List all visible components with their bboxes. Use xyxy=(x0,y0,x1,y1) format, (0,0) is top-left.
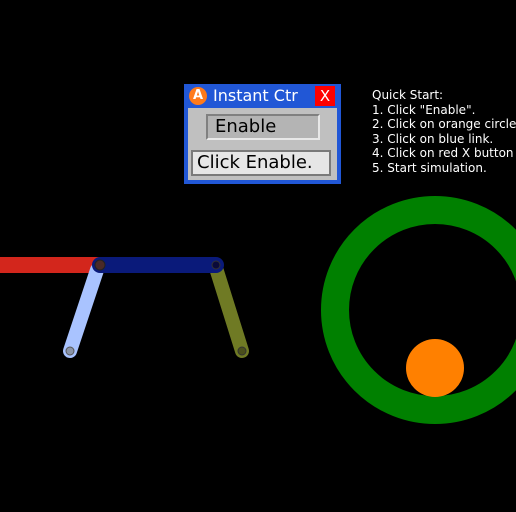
status-field: Click Enable. xyxy=(191,150,331,176)
instant-ctr-dialog: A Instant Ctr X Enable Click Enable. xyxy=(184,84,341,184)
quick-start-instructions: Quick Start: 1. Click "Enable". 2. Click… xyxy=(372,88,516,175)
app-logo-icon: A xyxy=(189,87,207,105)
joint-red-blue xyxy=(94,259,106,271)
olive-link[interactable] xyxy=(209,261,249,358)
joint-light-blue-end xyxy=(65,346,75,356)
green-ring xyxy=(321,196,516,424)
enable-button[interactable]: Enable xyxy=(206,114,320,140)
quick-start-step: 1. Click "Enable". xyxy=(372,102,476,117)
dialog-body: Enable Click Enable. xyxy=(188,108,337,180)
quick-start-step: 5. Start simulation. xyxy=(372,160,487,175)
quick-start-step: 2. Click on orange circle xyxy=(372,117,516,131)
quick-start-heading: Quick Start: xyxy=(372,88,444,102)
dialog-title: Instant Ctr xyxy=(213,86,298,105)
quick-start-step: 3. Click on blue link. xyxy=(372,131,494,146)
joint-blue-olive xyxy=(211,260,221,270)
light-blue-link[interactable] xyxy=(63,263,104,358)
dialog-titlebar[interactable]: A Instant Ctr X xyxy=(184,84,341,108)
orange-circle[interactable] xyxy=(406,339,464,397)
quick-start-step: 4. Click on red X button xyxy=(372,146,514,160)
joint-olive-end xyxy=(237,346,247,356)
close-button[interactable]: X xyxy=(315,86,335,106)
